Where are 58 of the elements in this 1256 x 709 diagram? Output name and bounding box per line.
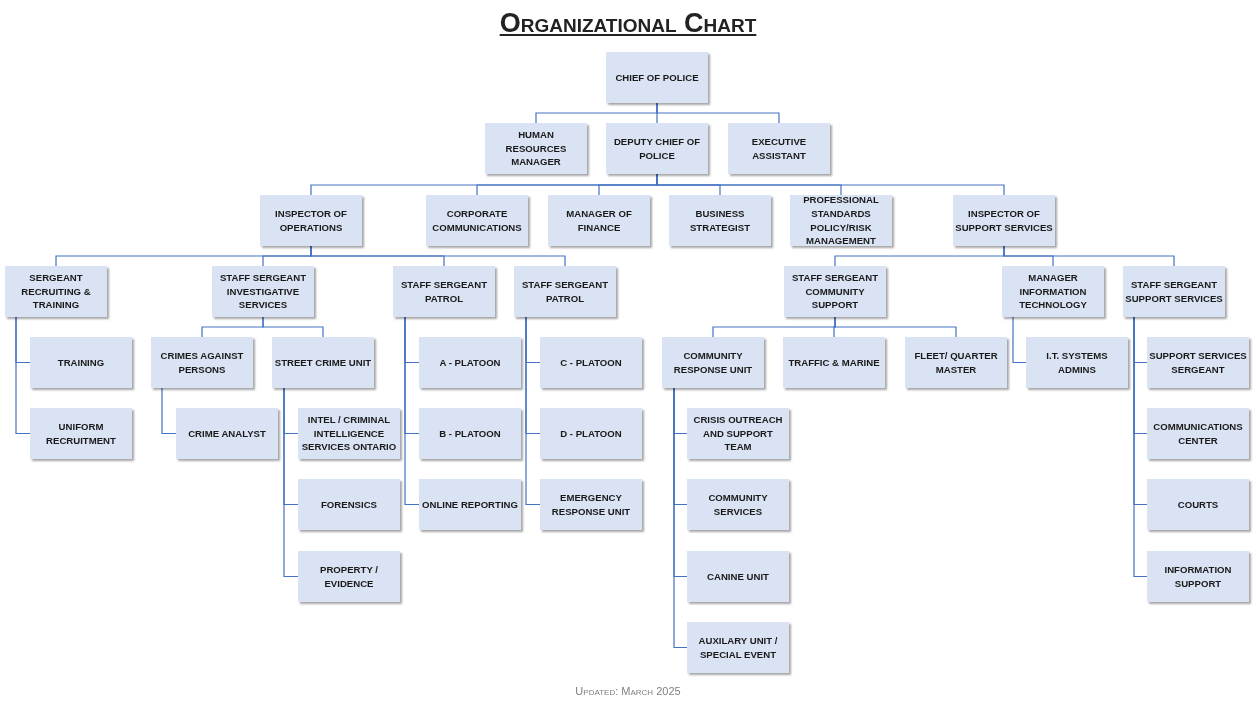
org-unit-box: CRIME ANALYST: [176, 408, 278, 459]
org-unit-box: CANINE UNIT: [687, 551, 789, 602]
org-unit-box: EMERGENCY RESPONSE UNIT: [540, 479, 642, 530]
connector-line: [15, 316, 31, 435]
org-unit-box: A - PLATOON: [419, 337, 521, 388]
org-unit-box: CRISIS OUTREACH AND SUPPORT TEAM: [687, 408, 789, 459]
connector-line: [525, 316, 541, 506]
org-unit-box: CHIEF OF POLICE: [606, 52, 708, 103]
org-unit-box: FLEET/ QUARTER MASTER: [905, 337, 1007, 388]
org-unit-box: HUMAN RESOURCES MANAGER: [485, 123, 587, 174]
org-unit-box: STAFF SERGEANT SUPPORT SERVICES: [1123, 266, 1225, 317]
connector-line: [404, 316, 420, 506]
org-unit-box: COMMUNITY RESPONSE UNIT: [662, 337, 764, 388]
org-unit-box: PROPERTY / EVIDENCE: [298, 551, 400, 602]
org-unit-box: ONLINE REPORTING: [419, 479, 521, 530]
org-unit-box: STAFF SERGEANT PATROL: [393, 266, 495, 317]
org-unit-box: SUPPORT SERVICES SERGEANT: [1147, 337, 1249, 388]
org-unit-box: FORENSICS: [298, 479, 400, 530]
connector-line: [834, 316, 957, 338]
chart-title: Organizational Chart: [499, 8, 757, 38]
connector-line: [673, 387, 688, 649]
connector-line: [1003, 245, 1175, 267]
connector-line: [310, 245, 566, 267]
org-unit-box: DEPUTY CHIEF OF POLICE: [606, 123, 708, 174]
org-unit-box: C - PLATOON: [540, 337, 642, 388]
org-unit-box: PROFESSIONAL STANDARDS POLICY/RISK MANAGEMENT: [790, 195, 892, 246]
org-unit-box: SERGEANT RECRUITING & TRAINING: [5, 266, 107, 317]
org-unit-box: INSPECTOR OF OPERATIONS: [260, 195, 362, 246]
org-unit-box: MANAGER OF FINANCE: [548, 195, 650, 246]
org-unit-box: INTEL / CRIMINAL INTELLIGENCE SERVICES ONTARIO: [298, 408, 400, 459]
connector-line: [262, 316, 324, 338]
update-note: Updated: March 2025: [575, 685, 681, 697]
org-unit-box: UNIFORM RECRUITMENT: [30, 408, 132, 459]
org-unit-box: STAFF SERGEANT COMMUNITY SUPPORT: [784, 266, 886, 317]
org-unit-box: I.T. SYSTEMS ADMINS: [1026, 337, 1128, 388]
org-unit-box: D - PLATOON: [540, 408, 642, 459]
org-unit-box: COMMUNICATIONS CENTER: [1147, 408, 1249, 459]
connector-line: [1012, 316, 1027, 364]
org-unit-box: TRAINING: [30, 337, 132, 388]
connector-line: [1133, 316, 1148, 578]
org-unit-box: STAFF SERGEANT PATROL: [514, 266, 616, 317]
org-unit-box: MANAGER INFORMATION TECHNOLOGY: [1002, 266, 1104, 317]
org-unit-box: BUSINESS STRATEGIST: [669, 195, 771, 246]
org-unit-box: STAFF SERGEANT INVESTIGATIVE SERVICES: [212, 266, 314, 317]
org-unit-box: EXECUTIVE ASSISTANT: [728, 123, 830, 174]
org-unit-box: CORPORATE COMMUNICATIONS: [426, 195, 528, 246]
connector-line: [656, 102, 780, 124]
connector-line: [283, 387, 299, 578]
org-unit-box: COURTS: [1147, 479, 1249, 530]
org-unit-box: CRIMES AGAINST PERSONS: [151, 337, 253, 388]
org-unit-box: TRAFFIC & MARINE: [783, 337, 885, 388]
org-unit-box: COMMUNITY SERVICES: [687, 479, 789, 530]
org-unit-box: AUXILARY UNIT / SPECIAL EVENT: [687, 622, 789, 673]
org-unit-box: INSPECTOR OF SUPPORT SERVICES: [953, 195, 1055, 246]
org-unit-box: B - PLATOON: [419, 408, 521, 459]
org-unit-box: INFORMATION SUPPORT: [1147, 551, 1249, 602]
connector-line: [161, 387, 177, 435]
org-unit-box: STREET CRIME UNIT: [272, 337, 374, 388]
